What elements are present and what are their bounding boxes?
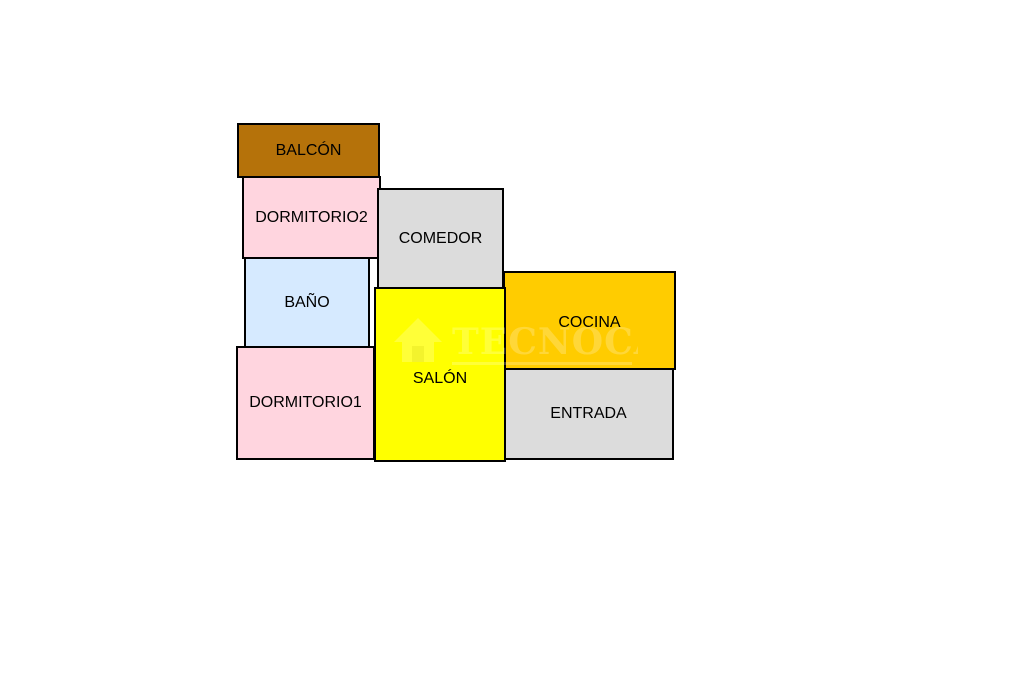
room-label-entrada: ENTRADA (550, 405, 627, 422)
room-label-dormitorio2: DORMITORIO2 (255, 208, 368, 226)
room-comedor: COMEDOR (377, 188, 504, 289)
room-label-cocina: COCINA (558, 313, 621, 331)
room-label-dormitorio1: DORMITORIO1 (249, 394, 362, 411)
room-salon: SALÓN (374, 287, 506, 462)
room-label-salon: SALÓN (412, 369, 468, 387)
room-dormitorio2: DORMITORIO2 (242, 176, 381, 259)
room-dormitorio1: DORMITORIO1 (236, 346, 375, 460)
room-cocina: COCINA (503, 271, 676, 370)
room-label-balcon: BALCÓN (275, 141, 342, 159)
room-label-bano: BAÑO (284, 294, 330, 311)
room-balcon: BALCÓN (237, 123, 380, 178)
room-entrada: ENTRADA (503, 368, 674, 460)
room-label-comedor: COMEDOR (398, 229, 483, 247)
room-bano: BAÑO (244, 257, 370, 349)
